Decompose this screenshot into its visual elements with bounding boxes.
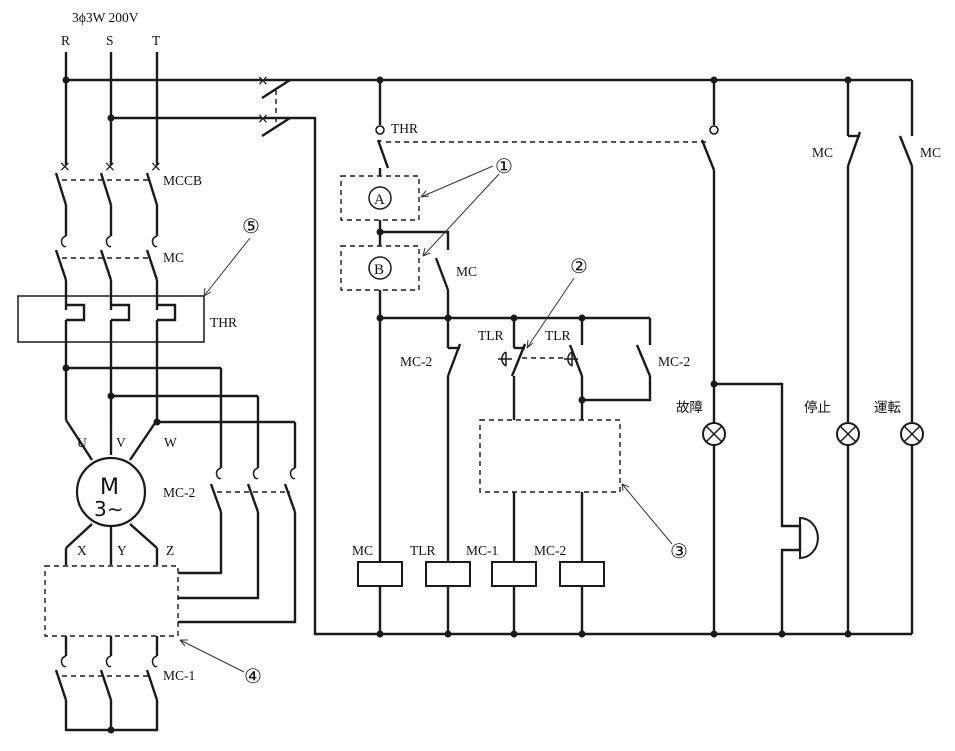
mc-no-lamp-label: MC xyxy=(920,145,941,160)
fault-lamp-label: 故障 xyxy=(676,400,703,415)
tlr-coil-label: TLR xyxy=(410,543,436,558)
blank-box-4 xyxy=(44,565,179,637)
fault-lamp xyxy=(702,422,726,446)
mc1-main-contacts: MC-1 xyxy=(54,655,195,734)
thr-main-label: THR xyxy=(210,315,237,330)
svg-text:×: × xyxy=(59,159,71,175)
motor: M 3∼ U V W X Y Z xyxy=(64,419,177,565)
motor-phase: 3∼ xyxy=(94,497,123,521)
buzzer xyxy=(780,516,819,634)
callout-2: ② xyxy=(570,254,588,278)
phase-s-label: S xyxy=(106,33,114,48)
mc-main-label: MC xyxy=(163,250,184,265)
thr-contact-label: THR xyxy=(391,121,418,136)
box-a-label: A xyxy=(374,192,385,208)
mc-main-contacts: MC xyxy=(54,235,184,310)
mc-nc-lamp-label: MC xyxy=(812,145,833,160)
terminal-y: Y xyxy=(117,543,127,558)
terminal-x: X xyxy=(77,543,87,558)
mc2-main-label: MC-2 xyxy=(163,485,195,500)
svg-text:×: × xyxy=(150,159,162,175)
terminal-v: V xyxy=(116,435,126,450)
run-lamp xyxy=(900,422,924,446)
svg-text:×: × xyxy=(257,111,269,127)
mc1-main-label: MC-1 xyxy=(163,668,195,683)
callouts: ① ② ③ ④ ⑤ xyxy=(179,154,688,688)
callout-5: ⑤ xyxy=(242,214,260,238)
tlr-no-label: TLR xyxy=(545,328,571,343)
control-circuit: × × THR A xyxy=(257,73,941,638)
mc2-nc-label: MC-2 xyxy=(400,354,432,369)
stop-lamp xyxy=(836,422,860,446)
mc2-main-contacts: MC-2 xyxy=(163,467,297,513)
callout-1: ① xyxy=(495,154,513,178)
blank-box-3 xyxy=(479,419,621,493)
box-a xyxy=(340,175,420,221)
mccb-label: MCCB xyxy=(163,173,202,188)
thermal-relay: THR xyxy=(17,295,237,420)
terminal-u: U xyxy=(77,435,87,450)
mc-aux-label: MC xyxy=(456,264,477,279)
phase-t-label: T xyxy=(152,33,161,48)
stop-lamp-label: 停止 xyxy=(804,399,831,415)
terminal-z: Z xyxy=(166,543,174,558)
mccb-breaker: × × × MCCB xyxy=(54,159,202,236)
run-lamp-label: 運転 xyxy=(874,400,902,415)
callout-4: ④ xyxy=(244,664,262,688)
mc1-coil-label: MC-1 xyxy=(466,543,498,558)
supply-spec: 3ϕ3W 200V xyxy=(72,10,139,25)
mc2-coil-label: MC-2 xyxy=(534,543,566,558)
main-circuit: × × × MCCB MC xyxy=(17,52,297,734)
svg-text:×: × xyxy=(104,159,116,175)
motor-symbol: M xyxy=(100,475,119,500)
box-b-label: B xyxy=(374,262,384,278)
mc-coil-label: MC xyxy=(352,543,373,558)
phase-r-label: R xyxy=(61,33,70,48)
terminal-w: W xyxy=(164,435,177,450)
svg-text:×: × xyxy=(257,73,269,89)
callout-3: ③ xyxy=(670,539,688,563)
mc2-hold-label: MC-2 xyxy=(658,354,690,369)
box-b xyxy=(340,245,420,291)
tlr-nc-label: TLR xyxy=(478,328,504,343)
